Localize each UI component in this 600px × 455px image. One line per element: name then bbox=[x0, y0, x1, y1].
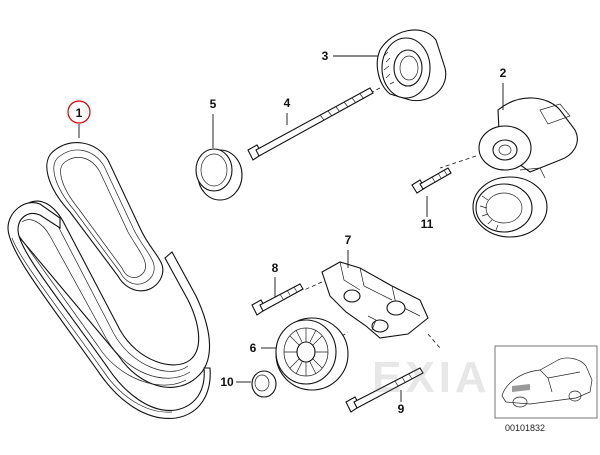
callout-3[interactable]: 3 bbox=[322, 49, 329, 63]
callout-10[interactable]: 10 bbox=[220, 375, 234, 389]
ribbed-pulley[interactable] bbox=[275, 317, 349, 391]
small-bolt-11[interactable] bbox=[411, 167, 452, 194]
dash-8-7 bbox=[303, 281, 323, 291]
long-bolt[interactable] bbox=[247, 87, 374, 161]
dash-7-9 bbox=[427, 333, 441, 349]
bolt-8[interactable] bbox=[251, 283, 304, 316]
seal-cap[interactable] bbox=[195, 148, 243, 201]
tensioner-roller[interactable] bbox=[472, 176, 548, 238]
bracket[interactable] bbox=[321, 261, 429, 339]
callout-1[interactable]: 1 bbox=[76, 106, 83, 120]
callout-4[interactable]: 4 bbox=[284, 96, 291, 110]
belt-tensioner[interactable] bbox=[478, 97, 578, 179]
callout-5[interactable]: 5 bbox=[210, 97, 217, 111]
dash-3-4 bbox=[371, 87, 381, 93]
pulley-cap[interactable] bbox=[251, 370, 277, 398]
callout-1-highlight-ring bbox=[67, 100, 91, 124]
drive-belt[interactable] bbox=[7, 142, 211, 419]
callout-2[interactable]: 2 bbox=[500, 66, 507, 80]
idler-pulley[interactable] bbox=[376, 29, 447, 102]
car-thumbnail bbox=[494, 345, 598, 419]
callout-6[interactable]: 6 bbox=[250, 341, 257, 355]
watermark-text: EXIA bbox=[372, 353, 491, 402]
callout-11[interactable]: 11 bbox=[421, 217, 434, 231]
callout-9[interactable]: 9 bbox=[398, 402, 405, 416]
callout-7[interactable]: 7 bbox=[345, 233, 352, 247]
callout-8[interactable]: 8 bbox=[272, 261, 279, 275]
dash-2-11 bbox=[439, 155, 477, 169]
bolt-9[interactable] bbox=[345, 367, 424, 413]
document-number: 00101832 bbox=[505, 423, 546, 433]
